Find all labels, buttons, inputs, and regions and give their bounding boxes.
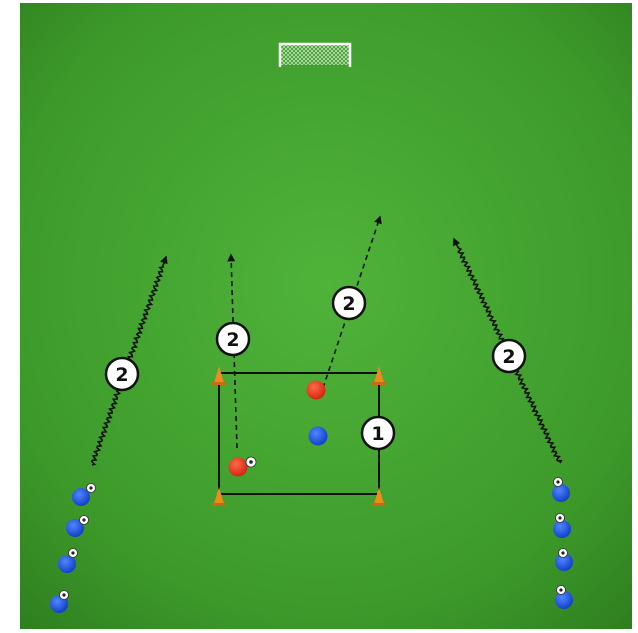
- soccer-pitch: 1 2 2 2 2: [20, 3, 632, 629]
- svg-text:2: 2: [342, 293, 355, 315]
- player-red: [229, 458, 248, 477]
- goal-icon: [280, 44, 350, 67]
- player-red: [307, 381, 326, 400]
- drill-diagram: 1 2 2 2 2: [20, 3, 632, 629]
- phase-label-center-right: 2: [333, 287, 365, 319]
- player-blue: [309, 427, 328, 446]
- phase-label-center-left: 2: [217, 323, 249, 355]
- phase-label-grid: 1: [362, 417, 394, 449]
- grass-field: [20, 3, 632, 629]
- phase-label-right: 2: [493, 340, 525, 372]
- svg-text:2: 2: [226, 329, 239, 351]
- ball-icon: [246, 457, 256, 467]
- phase-label-left: 2: [106, 358, 138, 390]
- svg-text:1: 1: [371, 423, 384, 445]
- svg-text:2: 2: [115, 364, 128, 386]
- svg-text:2: 2: [502, 346, 515, 368]
